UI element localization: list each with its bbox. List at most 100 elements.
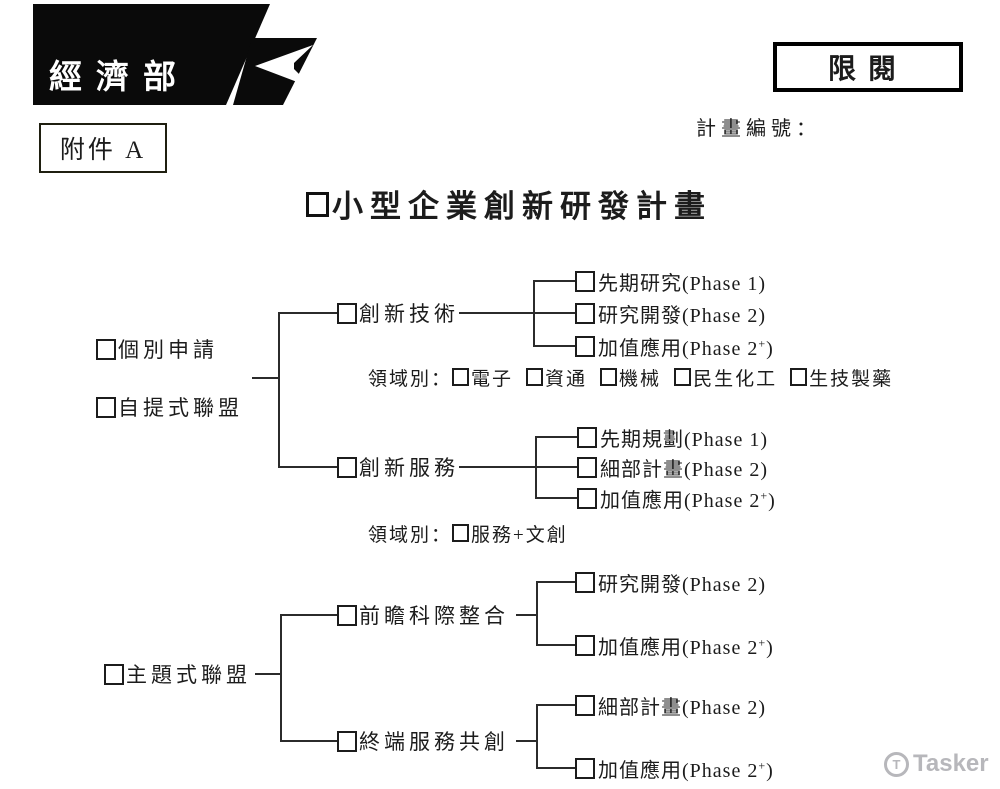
connector-line [280, 614, 282, 742]
node-label: 創新服務 [359, 456, 459, 480]
phase-label: 先期研究(Phase 1) [598, 272, 766, 295]
phase-label: 加值應用(Phase 2+) [598, 757, 774, 782]
node-innovative-technology: 創新技術 [337, 299, 459, 327]
checkbox-theme-alliance[interactable] [104, 663, 124, 685]
connector-line [516, 614, 538, 616]
checkbox-innovative-service[interactable] [337, 456, 357, 478]
node-label: 終端服務共創 [359, 730, 509, 754]
domain-option-biotech-pharma: 生技製藥 [790, 364, 893, 391]
phase-label: 細部計畫(Phase 2) [600, 458, 768, 481]
connector-line [536, 581, 538, 646]
plan-number-label: 計畫編號： [696, 118, 821, 140]
phase-endservice-phase2: 細部計畫(Phase 2) [575, 692, 766, 719]
checkbox-interdisciplinary-integration[interactable] [337, 604, 357, 626]
connector-line [278, 466, 338, 468]
node-label: 自提式聯盟 [118, 396, 243, 420]
domain-option-machinery: 機械 [600, 364, 661, 391]
checkbox-domain-service-cultural[interactable] [452, 524, 470, 542]
connector-line [516, 740, 538, 742]
tasker-watermark: T Tasker [884, 750, 989, 778]
attachment-a-box: 附件 A [39, 123, 167, 173]
node-label: 前瞻科際整合 [359, 604, 509, 628]
connector-line [280, 740, 338, 742]
restricted-stamp-box: 限閱 [773, 42, 963, 92]
connector-line [459, 466, 577, 468]
phase-label: 細部計畫(Phase 2) [598, 696, 766, 719]
connector-line [278, 312, 338, 314]
domain-label: 領域別： [368, 368, 453, 390]
connector-line [280, 614, 338, 616]
connector-line [459, 312, 576, 314]
phase-tech-phase2plus: 加值應用(Phase 2+) [575, 333, 774, 360]
checkbox-service-phase2[interactable] [577, 456, 597, 478]
connector-line [533, 345, 576, 347]
node-theme-alliance: 主題式聯盟 [104, 660, 251, 688]
node-individual-application: 個別申請 [96, 335, 218, 363]
tasker-logo-icon: T [884, 751, 909, 777]
checkbox-tech-phase2plus[interactable] [575, 335, 595, 357]
connector-line [535, 436, 578, 438]
phase-label: 先期規劃(Phase 1) [600, 428, 768, 451]
phase-interdisciplinary-phase2plus: 加值應用(Phase 2+) [575, 632, 774, 659]
checkbox-domain-ict[interactable] [526, 368, 544, 386]
checkbox-sbir-program[interactable] [306, 191, 329, 217]
connector-line [535, 497, 578, 499]
node-self-proposed-alliance: 自提式聯盟 [96, 393, 243, 421]
connector-line [535, 436, 537, 499]
checkbox-domain-consumer-chemical[interactable] [674, 368, 692, 386]
checkbox-interdisciplinary-phase2[interactable] [575, 571, 595, 593]
domain-option-electronics: 電子 [452, 364, 513, 391]
attachment-a-label: 附件 A [59, 137, 147, 164]
node-label: 個別申請 [118, 338, 218, 362]
phase-label: 研究開發(Phase 2) [598, 304, 766, 327]
connector-line [278, 312, 280, 468]
checkbox-service-phase2plus[interactable] [577, 487, 597, 509]
moea-logo [33, 4, 317, 105]
checkbox-domain-machinery[interactable] [600, 368, 618, 386]
restricted-stamp-label: 限閱 [827, 54, 908, 85]
checkbox-service-phase1[interactable] [577, 426, 597, 448]
node-label: 創新技術 [359, 302, 459, 326]
checkbox-innovative-technology[interactable] [337, 302, 357, 324]
checkbox-interdisciplinary-phase2plus[interactable] [575, 634, 595, 656]
node-end-service-cocreation: 終端服務共創 [337, 727, 509, 755]
node-innovative-service: 創新服務 [337, 453, 459, 481]
node-label: 主題式聯盟 [126, 663, 251, 687]
domain-row-service: 領域別： 服務+文創 [368, 520, 568, 546]
checkbox-end-service-cocreation[interactable] [337, 730, 357, 752]
checkbox-domain-biotech-pharma[interactable] [790, 368, 808, 386]
phase-interdisciplinary-phase2: 研究開發(Phase 2) [575, 569, 766, 596]
page-title: 小型企業創新研發計畫 [332, 188, 712, 224]
checkbox-endservice-phase2[interactable] [575, 694, 595, 716]
phase-tech-phase1: 先期研究(Phase 1) [575, 268, 766, 295]
phase-endservice-phase2plus: 加值應用(Phase 2+) [575, 755, 774, 782]
connector-line [536, 704, 576, 706]
phase-service-phase1: 先期規劃(Phase 1) [577, 424, 768, 451]
checkbox-individual-application[interactable] [96, 338, 116, 360]
connector-line [536, 767, 576, 769]
phase-service-phase2plus: 加值應用(Phase 2+) [577, 485, 776, 512]
phase-label: 加值應用(Phase 2+) [600, 487, 776, 512]
connector-line [536, 644, 576, 646]
domain-option-service-cultural: 服務+文創 [452, 520, 568, 547]
document-title-row: 小型企業創新研發計畫 [306, 186, 712, 224]
connector-line [533, 280, 576, 282]
tasker-watermark-text: Tasker [913, 750, 989, 777]
phase-service-phase2: 細部計畫(Phase 2) [577, 454, 768, 481]
phase-label: 加值應用(Phase 2+) [598, 634, 774, 659]
logo-banner-shape [33, 4, 270, 105]
logo-arrow-icon [255, 45, 313, 88]
connector-line [536, 704, 538, 769]
domain-option-consumer-chemical: 民生化工 [674, 364, 777, 391]
connector-line [252, 377, 279, 379]
domain-label: 領域別： [368, 524, 453, 546]
checkbox-tech-phase2[interactable] [575, 302, 595, 324]
ministry-name: 經濟部 [49, 58, 190, 95]
checkbox-tech-phase1[interactable] [575, 270, 595, 292]
checkbox-self-proposed-alliance[interactable] [96, 396, 116, 418]
domain-option-ict: 資通 [526, 364, 587, 391]
domain-row-technology: 領域別： 電子 資通 機械 民生化工 生技製藥 [368, 364, 893, 390]
phase-label: 加值應用(Phase 2+) [598, 335, 774, 360]
checkbox-endservice-phase2plus[interactable] [575, 757, 595, 779]
checkbox-domain-electronics[interactable] [452, 368, 470, 386]
